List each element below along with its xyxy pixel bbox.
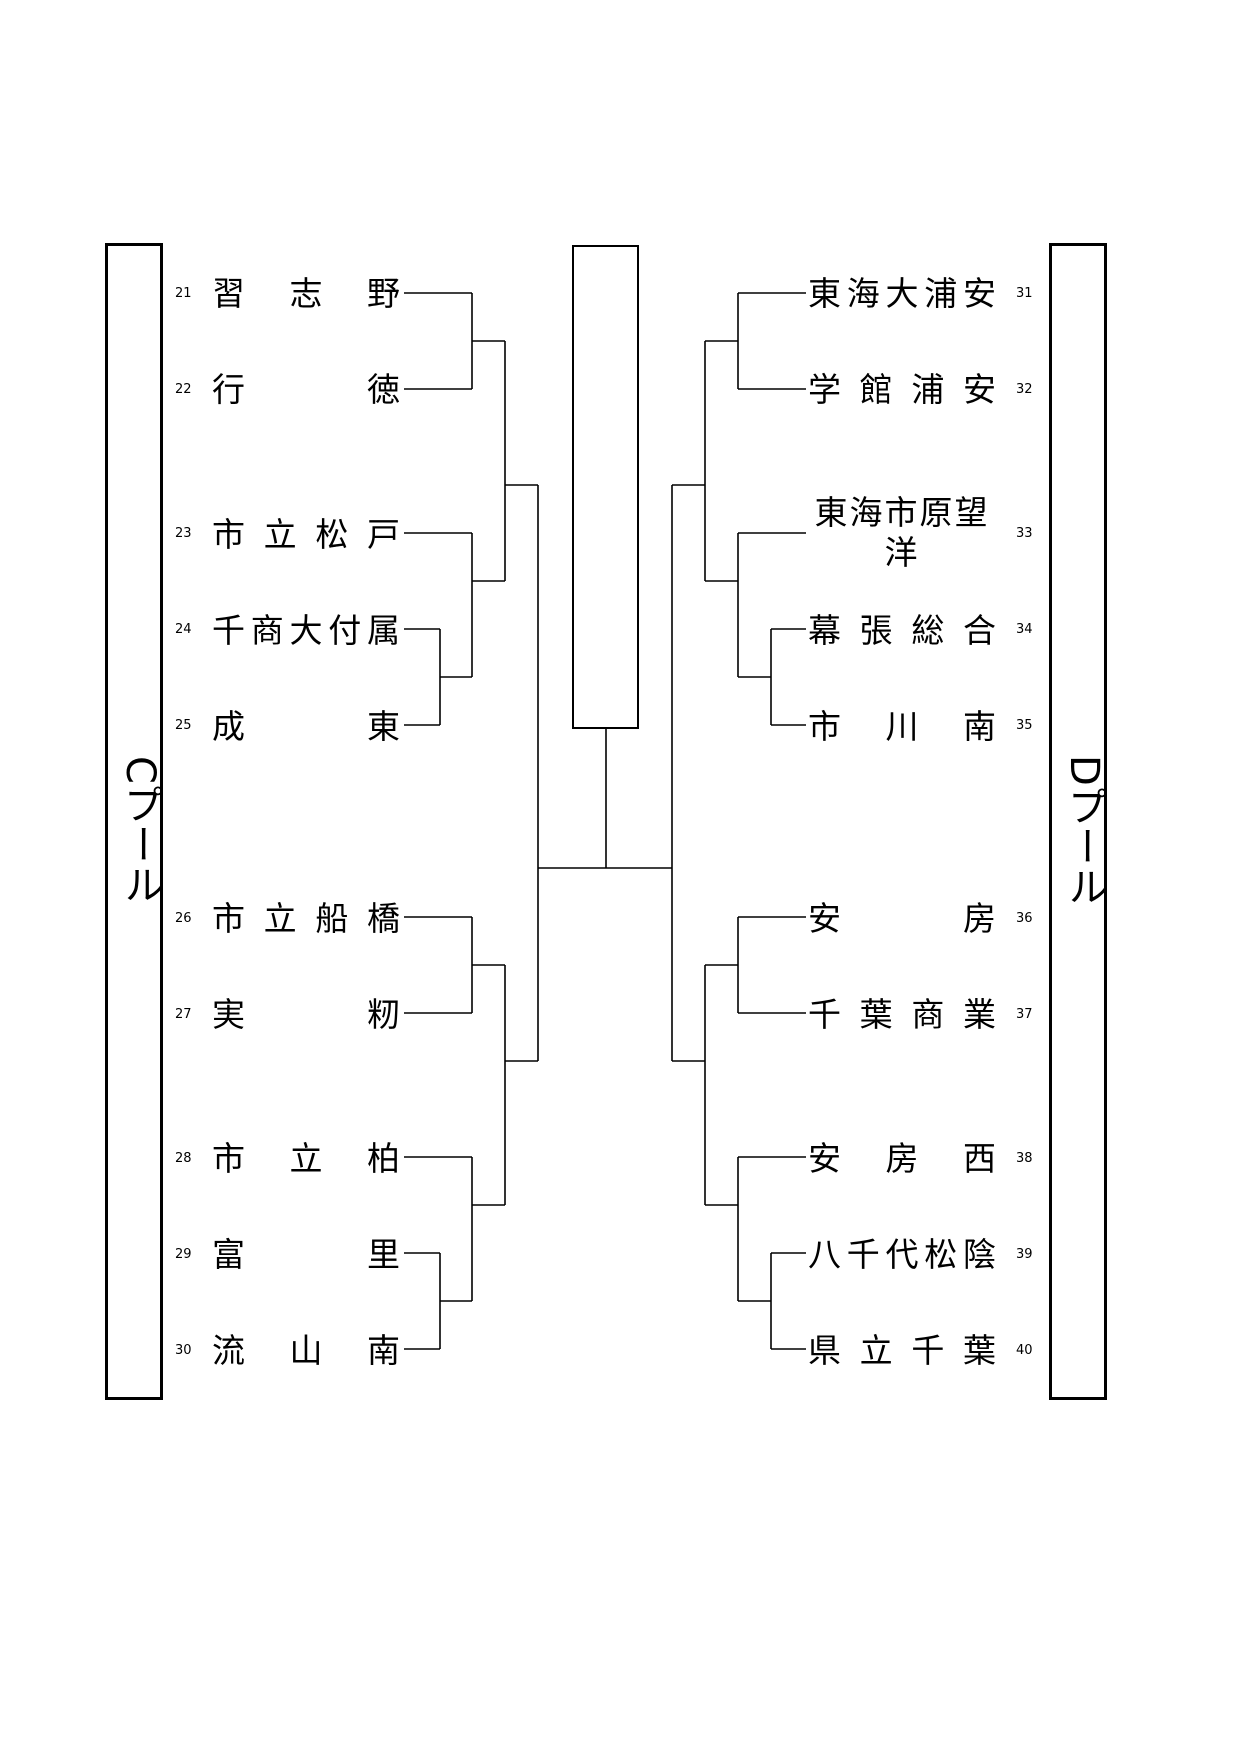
team-name: 実籾 xyxy=(212,995,400,1034)
team-name: 千商大付属 xyxy=(212,611,400,650)
team-number: 22 xyxy=(175,382,192,397)
team-number: 37 xyxy=(1016,1007,1033,1022)
team-number: 36 xyxy=(1016,911,1033,926)
team-name: 市立松戸 xyxy=(212,515,400,554)
team-number: 40 xyxy=(1016,1343,1033,1358)
team-name: 東海市原望洋 xyxy=(814,493,990,572)
team-number: 32 xyxy=(1016,382,1033,397)
team-name: 習志野 xyxy=(212,274,400,313)
team-number: 21 xyxy=(175,286,192,301)
pool-d-label: Dプール xyxy=(1061,754,1107,906)
team-number: 29 xyxy=(175,1247,192,1262)
team-number: 39 xyxy=(1016,1247,1033,1262)
team-number: 25 xyxy=(175,718,192,733)
team-name: 幕張総合 xyxy=(808,611,996,650)
team-name: 市川南 xyxy=(808,707,996,746)
team-name: 安房西 xyxy=(808,1139,996,1178)
pool-c-label: Cプール xyxy=(117,756,163,904)
team-number: 27 xyxy=(175,1007,192,1022)
team-name: 東海大浦安 xyxy=(808,274,996,313)
team-name: 千葉商業 xyxy=(808,995,996,1034)
team-number: 33 xyxy=(1016,526,1033,541)
team-name: 学館浦安 xyxy=(808,370,996,409)
team-number: 31 xyxy=(1016,286,1033,301)
team-number: 26 xyxy=(175,911,192,926)
team-name: 安房 xyxy=(808,899,996,938)
team-number: 30 xyxy=(175,1343,192,1358)
team-number: 28 xyxy=(175,1151,192,1166)
team-number: 34 xyxy=(1016,622,1033,637)
team-name: 市立船橋 xyxy=(212,899,400,938)
team-name: 八千代松陰 xyxy=(808,1235,996,1274)
team-name: 成東 xyxy=(212,707,400,746)
team-number: 35 xyxy=(1016,718,1033,733)
team-number: 23 xyxy=(175,526,192,541)
team-number: 38 xyxy=(1016,1151,1033,1166)
team-name: 市立柏 xyxy=(212,1139,400,1178)
pool-c-box xyxy=(105,243,163,1400)
team-name: 行徳 xyxy=(212,370,400,409)
team-name: 富里 xyxy=(212,1235,400,1274)
champion-box xyxy=(572,245,639,729)
pool-d-box xyxy=(1049,243,1107,1400)
team-name: 県立千葉 xyxy=(808,1331,996,1370)
team-number: 24 xyxy=(175,622,192,637)
team-name: 流山南 xyxy=(212,1331,400,1370)
